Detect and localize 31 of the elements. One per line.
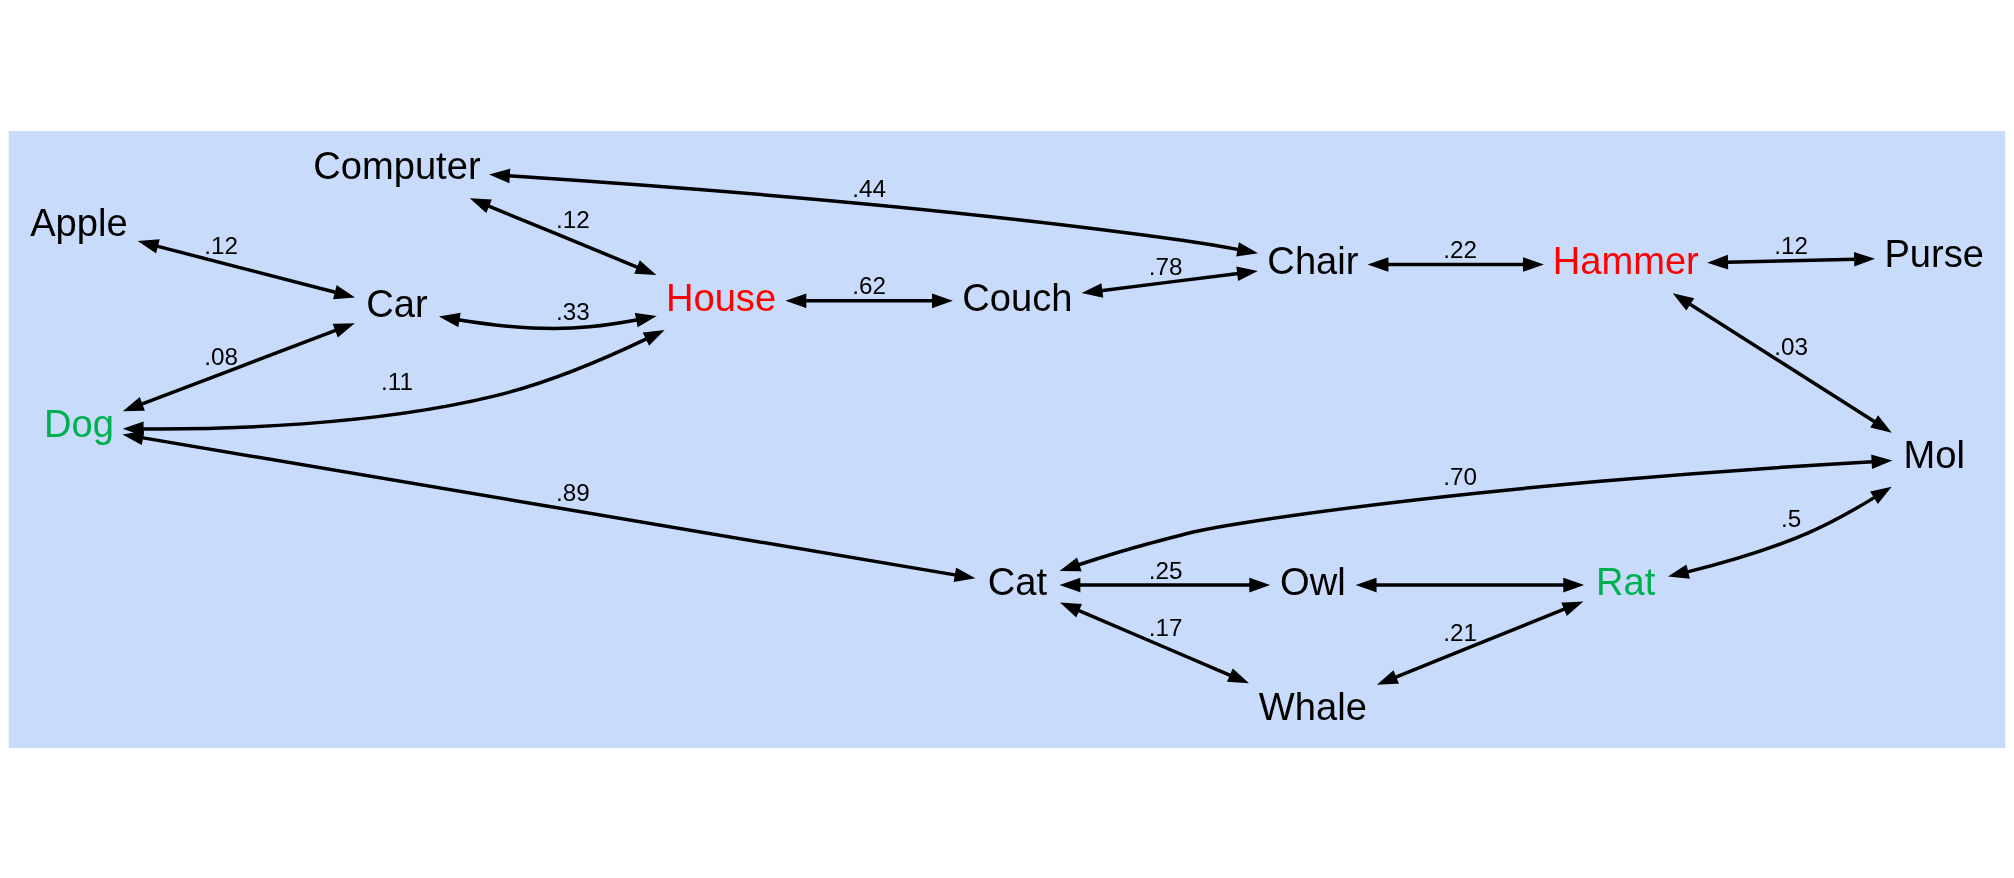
node-text: House <box>665 275 777 319</box>
edge-label: .12 <box>1774 231 1809 259</box>
node-text: Cat <box>987 559 1048 603</box>
node-text: Car <box>366 281 428 325</box>
edge-label: .21 <box>1443 618 1478 646</box>
edge-label: .44 <box>852 174 887 202</box>
edge-label: .25 <box>1148 556 1183 583</box>
node-text: Chair <box>1267 238 1359 282</box>
edge-label: .12 <box>204 231 238 259</box>
edge-label: .33 <box>555 297 590 325</box>
edge-label: .11 <box>380 367 413 395</box>
edge-label: .70 <box>1443 462 1478 490</box>
node-text: Computer <box>313 143 481 187</box>
node-text: Whale <box>1258 684 1367 728</box>
edge-label: .03 <box>1774 332 1809 360</box>
node-text: Purse <box>1884 231 1985 275</box>
edge-label: .62 <box>852 271 887 299</box>
node-text: Hammer <box>1552 238 1699 282</box>
edge-label: .89 <box>555 478 590 506</box>
edge-label: .22 <box>1443 235 1478 263</box>
node-text: Dog <box>43 401 114 445</box>
node-text: Owl <box>1280 559 1346 603</box>
edge-label: .17 <box>1148 613 1183 641</box>
edge-label: .78 <box>1148 252 1183 280</box>
node-text: Apple <box>30 200 128 244</box>
edge-label: .5 <box>1781 504 1802 531</box>
edge-label: .08 <box>204 342 238 370</box>
edge-label: .12 <box>555 205 590 233</box>
node-text: Couch <box>962 275 1073 319</box>
node-text: Mol <box>1903 432 1965 476</box>
node-text: Rat <box>1596 559 1656 603</box>
